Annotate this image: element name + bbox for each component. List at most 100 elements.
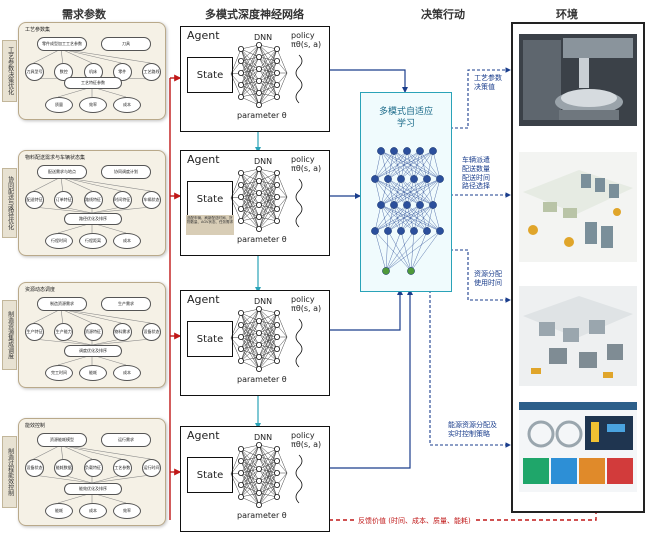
requirement-side-label: 制造资源集成调度 <box>2 300 17 370</box>
requirement-link <box>60 308 122 324</box>
environment-panel <box>511 22 645 513</box>
adaptive-node <box>403 201 411 209</box>
dnn-edge <box>276 448 288 474</box>
adaptive-edge <box>410 230 441 272</box>
requirement-link <box>60 48 151 64</box>
dnn-edge <box>240 44 260 86</box>
requirement-item: 时间特征 <box>112 191 132 209</box>
policy-text: policy <box>291 431 315 440</box>
policy-function: πθ(s, a) <box>291 304 322 314</box>
requirement-group-title: 资源动态调度 <box>25 287 56 293</box>
requirement-link <box>33 338 93 346</box>
adaptive-edge <box>413 150 434 180</box>
adaptive-node <box>397 227 405 235</box>
requirement-item: 零件 <box>112 63 132 81</box>
dnn-edge <box>258 348 278 370</box>
requirement-link <box>60 308 93 324</box>
requirement-item: 协同调度计划 <box>101 165 151 179</box>
state-box: State <box>187 457 233 493</box>
parameter-label: parameter θ <box>237 511 287 520</box>
dnn-node <box>274 169 281 176</box>
adaptive-edge <box>406 178 441 206</box>
dnn-edge <box>258 448 278 482</box>
dnn-edge <box>240 444 260 498</box>
dnn-node <box>238 94 245 101</box>
adaptive-node <box>407 267 415 275</box>
factory-floor-image <box>519 286 637 386</box>
dnn-node <box>238 470 245 477</box>
dnn-edge <box>258 184 278 230</box>
dnn-node <box>256 317 263 324</box>
requirement-link <box>60 444 122 460</box>
dnn-edge <box>230 197 242 222</box>
requirement-link <box>60 176 64 192</box>
dnn-edge <box>240 80 260 98</box>
dnn-node <box>238 346 245 353</box>
adaptive-node <box>436 175 444 183</box>
dnn-edge <box>276 172 288 198</box>
requirement-link <box>33 474 93 484</box>
header-environment: 环境 <box>556 8 578 21</box>
requirement-link <box>91 474 122 484</box>
dnn-edge <box>240 168 260 186</box>
parameter-label: parameter θ <box>237 111 287 120</box>
dnn-edge <box>240 96 260 106</box>
dnn-edge <box>258 48 278 58</box>
requirement-item: 配送需求与地点 <box>37 165 87 179</box>
requirement-item: 能耗 <box>45 503 73 519</box>
dnn-edge <box>276 72 288 98</box>
dnn-node <box>256 226 263 233</box>
requirement-group-box: 物料配送需求与车辆状态集配送需求与地点协同调度计划配送特征订单特征路线特征时间特… <box>18 150 166 256</box>
requirement-item: 成本 <box>113 233 141 249</box>
dnn-node <box>238 482 245 489</box>
dnn-edge <box>240 180 260 222</box>
dnn-node <box>274 457 281 464</box>
dnn-edge <box>240 456 260 498</box>
dnn-edge <box>240 68 260 98</box>
dnn-node <box>238 194 245 201</box>
machining-center-image <box>519 34 637 126</box>
requirement-link <box>33 48 62 64</box>
agent-dnn-graph <box>230 165 303 233</box>
requirement-item: 设备状态 <box>25 459 44 477</box>
dnn-node <box>256 90 263 97</box>
dnn-edge <box>240 92 260 98</box>
requirement-item: 运行时间 <box>142 459 161 477</box>
dnn-node <box>256 102 263 109</box>
dnn-edge <box>258 196 278 230</box>
dnn-node <box>238 334 245 341</box>
requirement-item: 完工时间 <box>45 365 73 381</box>
parameter-label: parameter θ <box>237 375 287 384</box>
dnn-edge <box>240 44 260 98</box>
dnn-edge <box>230 172 242 199</box>
dnn-edge <box>276 312 288 338</box>
dnn-edge <box>258 360 278 370</box>
dnn-edge <box>258 48 278 70</box>
policy-function: πθ(s, a) <box>291 40 322 50</box>
requirement-item: 效率 <box>113 503 141 519</box>
requirement-item: 刀具型号 <box>25 63 44 81</box>
dnn-node <box>256 478 263 485</box>
dnn-edge <box>240 444 260 450</box>
dnn-node <box>238 358 245 365</box>
agent-dnn-graph <box>230 41 303 109</box>
requirement-link <box>91 206 151 214</box>
policy-text: policy <box>291 31 315 40</box>
adaptive-edge <box>387 150 434 180</box>
requirement-item: 设备状态 <box>142 323 161 341</box>
requirement-group-title: 能效控制 <box>25 423 46 429</box>
adaptive-node <box>371 175 379 183</box>
dnn-edge <box>258 168 278 174</box>
adaptive-edge <box>374 178 382 206</box>
agent-state-note: 选配车辆、刷新配送时间、货物数量、AGV状态、任务需求 <box>186 215 234 235</box>
dnn-node <box>256 190 263 197</box>
dnn-node <box>256 342 263 349</box>
adaptive-node <box>423 227 431 235</box>
adaptive-edge <box>380 178 441 206</box>
agent-dnn-graph <box>230 441 303 509</box>
dnn-edge <box>258 312 278 322</box>
dnn-edge <box>258 172 278 194</box>
